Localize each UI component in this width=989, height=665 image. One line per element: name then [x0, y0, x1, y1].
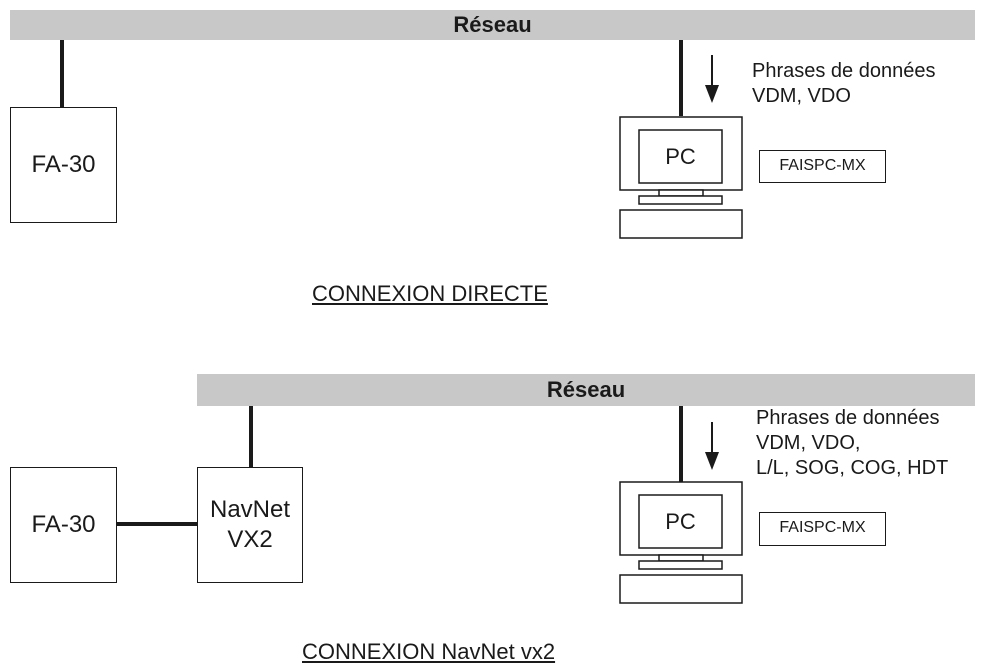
network-label-navnet: Réseau [546, 377, 626, 402]
fa30-label-navnet: FA-30 [31, 511, 96, 538]
network-bar-direct: Réseau [10, 10, 975, 40]
data-line: Phrases de données [752, 60, 936, 82]
network-label-direct: Réseau [453, 12, 532, 37]
caption-navnet: CONNEXION NavNet vx2 [302, 639, 556, 664]
data-flow-arrow-direct [705, 55, 719, 103]
data-line: L/L, SOG, COG, HDT [756, 457, 949, 479]
pc-computer-icon-direct [619, 116, 743, 239]
fa30-navnet-link [116, 522, 198, 526]
pc-network-link-navnet [679, 406, 683, 482]
pc-computer-icon-navnet [619, 481, 743, 604]
navnet-vx2-unit: NavNet VX2 [197, 467, 303, 583]
fa30-unit-direct: FA-30 [10, 107, 117, 223]
data-line: VDM, VDO [752, 85, 851, 107]
fa30-label-direct: FA-30 [31, 151, 96, 178]
caption-direct: CONNEXION DIRECTE [312, 281, 548, 306]
data-line: Phrases de données [756, 407, 940, 429]
network-bar-navnet: Réseau [197, 374, 975, 406]
pc-label-navnet: PC [665, 509, 696, 534]
data-sentences-navnet: Phrases de données VDM, VDO, L/L, SOG, C… [756, 406, 948, 481]
navnet-label-line1: NavNet [209, 496, 291, 523]
data-line: VDM, VDO, [756, 432, 861, 454]
software-tag-navnet: FAISPC-MX [759, 512, 886, 546]
data-sentences-direct: Phrases de données VDM, VDO [752, 59, 935, 109]
pc-network-link-direct [679, 40, 683, 116]
navnet-network-link [249, 406, 253, 468]
navnet-label-line2: VX2 [227, 526, 273, 553]
software-tag-direct: FAISPC-MX [759, 150, 886, 183]
pc-label-direct: PC [665, 144, 696, 169]
fa30-unit-navnet: FA-30 [10, 467, 117, 583]
data-flow-arrow-navnet [705, 422, 719, 470]
fa30-network-link-direct [60, 40, 64, 108]
